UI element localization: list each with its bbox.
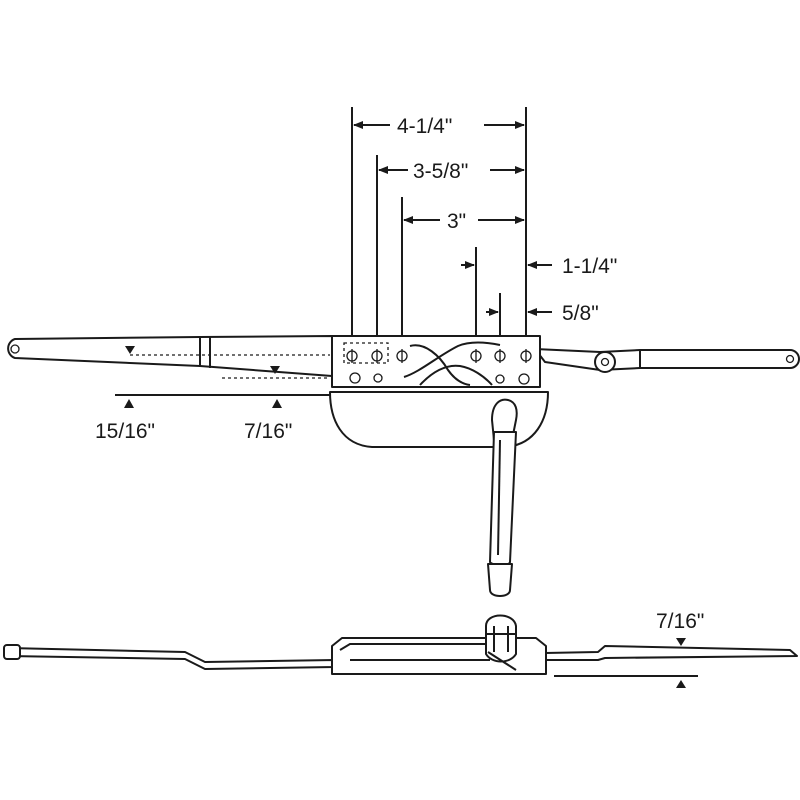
dimension-3-5-8: 3-5/8" xyxy=(378,160,525,183)
label-7-16-bottom: 7/16" xyxy=(656,610,704,633)
screw-holes xyxy=(346,349,532,385)
dimension-1-1-4: 1-1/4" xyxy=(461,255,617,278)
label-7-16-top: 7/16" xyxy=(244,420,292,443)
label-15-16: 15/16" xyxy=(95,420,155,443)
dimension-lower-left: 15/16" 7/16" xyxy=(95,394,330,443)
label-4-1-4: 4-1/4" xyxy=(397,115,452,138)
side-left-arm xyxy=(7,647,336,670)
dimension-3: 3" xyxy=(403,210,525,233)
crank-handle xyxy=(487,398,518,597)
dimension-lower-right: 7/16" xyxy=(554,610,704,688)
right-arm xyxy=(534,348,800,371)
label-5-8: 5/8" xyxy=(562,302,599,325)
extension-lines xyxy=(351,107,527,345)
top-view-operator xyxy=(7,335,800,597)
label-3-5-8: 3-5/8" xyxy=(413,160,468,183)
label-3: 3" xyxy=(447,210,466,233)
left-arm xyxy=(7,335,333,377)
dimension-4-1-4: 4-1/4" xyxy=(353,115,525,138)
operator-housing xyxy=(331,335,541,388)
side-right-arm xyxy=(544,645,798,661)
label-1-1-4: 1-1/4" xyxy=(562,255,617,278)
side-view-operator xyxy=(3,614,798,675)
dimension-5-8: 5/8" xyxy=(486,302,599,325)
